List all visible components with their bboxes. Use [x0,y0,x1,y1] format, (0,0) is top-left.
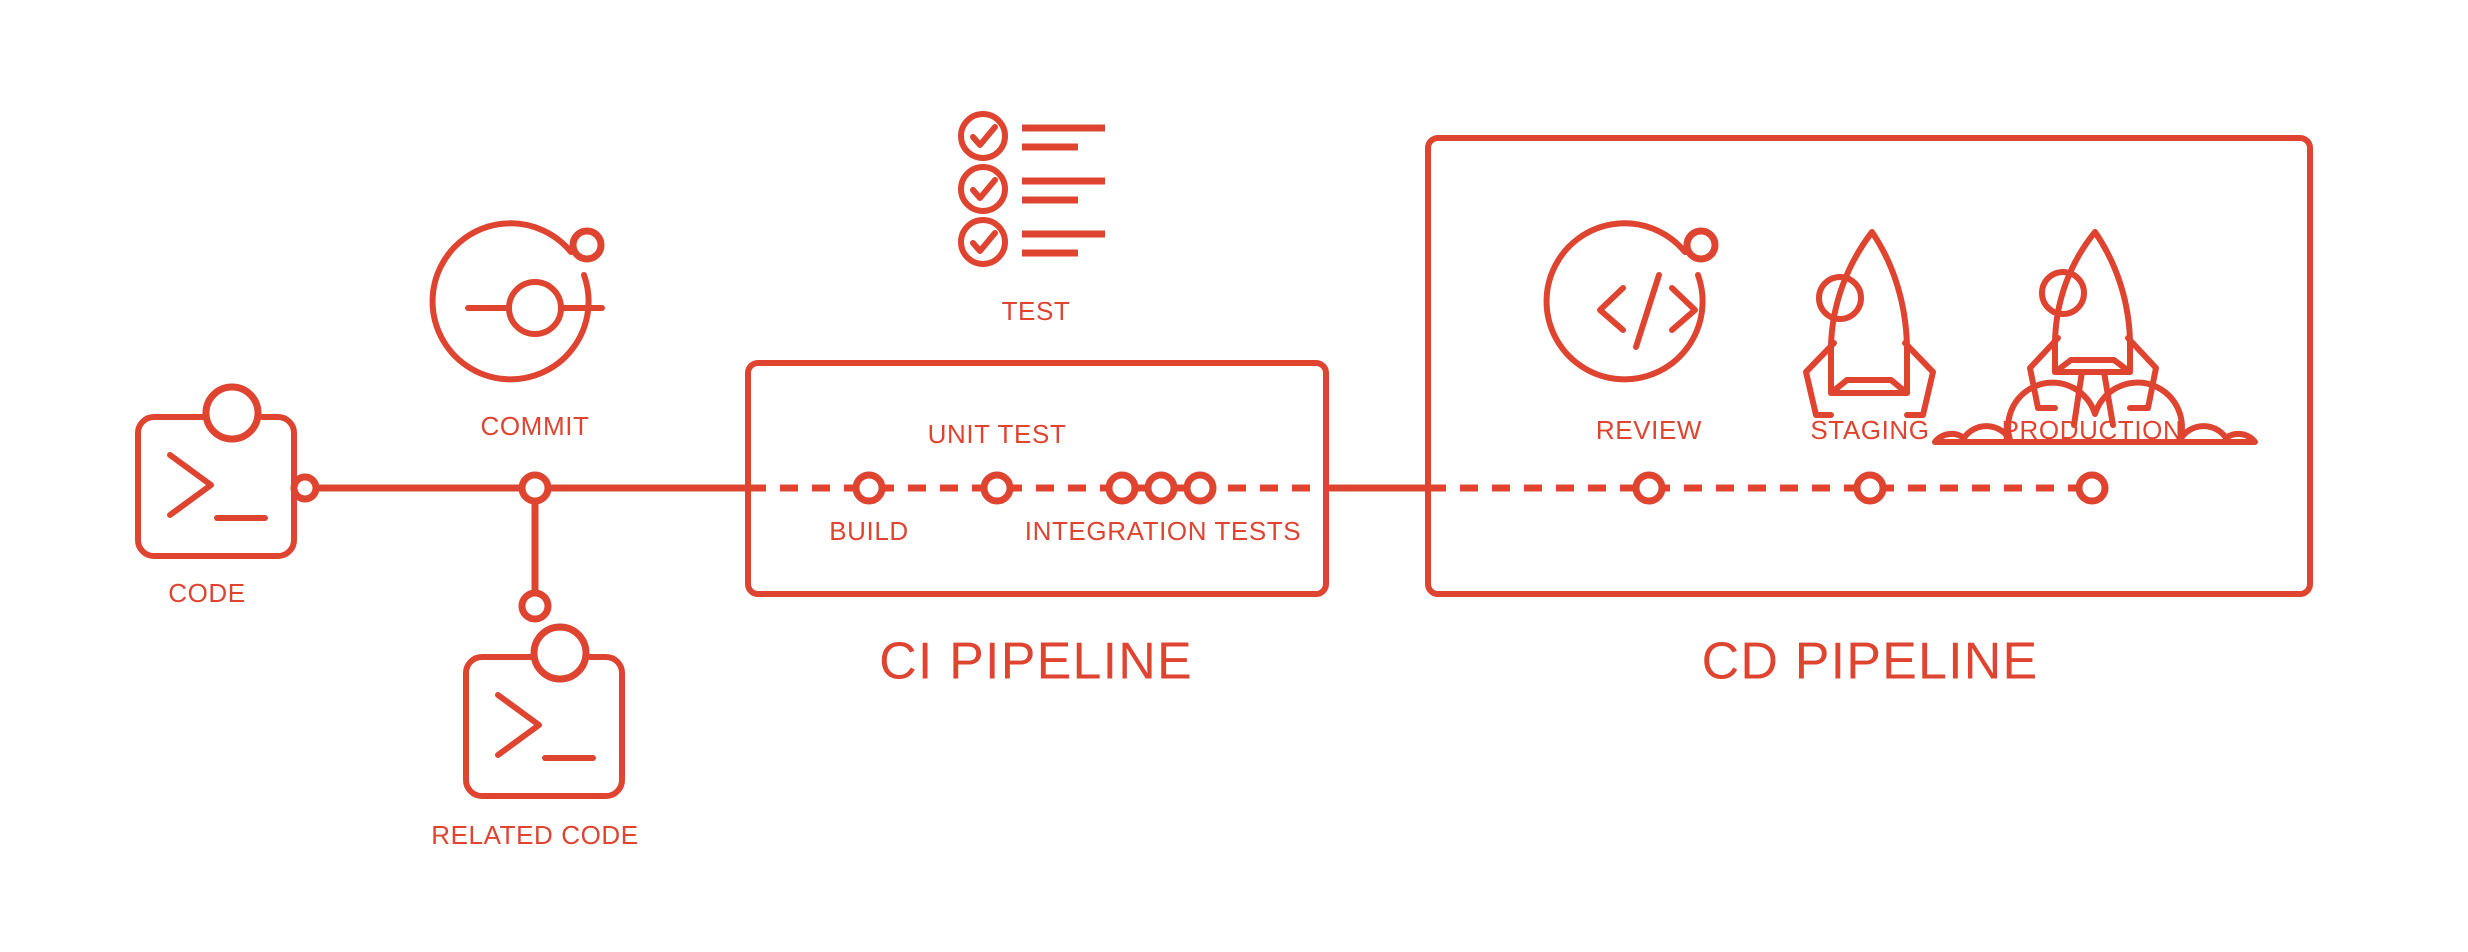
integration-test-rail-node-2 [1144,471,1178,505]
staging-rail-node [1853,471,1887,505]
ci-pipeline-group [745,360,1329,597]
code-review-circle-icon [1543,220,1706,383]
review-rail-node [1632,471,1666,505]
related-code-badge-circle [530,623,590,683]
staging-label: STAGING [1810,415,1929,445]
build-label: BUILD [829,516,909,546]
integration-tests-label: INTEGRATION TESTS [1025,516,1301,546]
terminal-code-icon [135,414,297,559]
related-code-terminal-icon [463,654,625,799]
cd-pipeline-title: CD PIPELINE [1702,633,2039,691]
integration-test-rail-node-1 [1105,471,1139,505]
check-circle-icon [958,217,1008,267]
rocket-icon-left-fin [1803,340,1837,418]
code-icon-group: CODE [135,383,297,608]
pipeline-rail [305,484,2096,606]
ci-pipeline-box [745,360,1329,597]
rocket-icon-right-fin [1902,340,1936,418]
staging-icon-group: STAGING [1803,229,1936,445]
production-icon-group: PRODUCTION [1932,229,2258,445]
production-rail-node [2075,471,2109,505]
code-icon-chevron [167,452,214,518]
check-mark-1 [970,124,998,148]
commit-icon-inner-ring [506,279,564,337]
integration-test-rail-node-3 [1183,471,1217,505]
production-label: PRODUCTION [2002,415,2183,445]
review-icon-angle-right [1669,285,1698,333]
code-rail-node [290,473,320,503]
rocket-icon-porthole [1816,274,1864,322]
check-mark-3 [970,230,998,254]
check-mark-2 [970,177,998,201]
related-code-branch-node [518,589,552,623]
commit-icon-outer-ring [429,220,592,383]
rocket-launch-icon-base [2052,357,2133,375]
test-label: TEST [1002,296,1071,326]
check-circle-outline-3 [958,217,1008,267]
rocket-icon-body [1828,229,1910,396]
review-icon-group: REVIEW [1543,220,1719,445]
check-circle-icon [958,164,1008,214]
commit-label: COMMIT [480,411,589,441]
rocket-icon-base [1828,377,1910,396]
commit-icon-orbit-dot [569,227,605,263]
review-icon-orbit-dot [1683,227,1719,263]
review-icon-slash [1633,272,1662,350]
related-code-icon-group: RELATED CODE [431,623,639,850]
code-label: CODE [168,578,246,608]
cd-pipeline-box [1425,135,2313,597]
review-label: REVIEW [1596,415,1702,445]
check-circle-outline-2 [958,164,1008,214]
test-checklist-group: TEST [958,111,1105,326]
commit-icon-group: COMMIT [429,220,605,441]
rocket-launch-icon-porthole [2039,269,2087,317]
check-circle-icon [958,111,1008,161]
cd-pipeline-group [1425,135,2313,597]
build-rail-node [852,471,886,505]
review-icon-angle-left [1597,285,1626,333]
rocket-launch-icon-exhaust-right [2101,369,2116,428]
commit-rail-node [518,471,552,505]
rocket-launch-icon-smoke-cloud [1932,379,2258,445]
related-code-label: RELATED CODE [431,820,639,850]
unit-test-rail-node [980,471,1014,505]
rocket-launch-icon-body [2052,229,2133,375]
ci-pipeline-title: CI PIPELINE [879,633,1193,691]
code-icon-badge-circle [202,383,262,443]
rocket-launch-icon-exhaust-left [2071,369,2085,428]
unit-test-label: UNIT TEST [928,419,1067,449]
check-circle-outline-1 [958,111,1008,161]
related-code-chevron [495,692,542,758]
